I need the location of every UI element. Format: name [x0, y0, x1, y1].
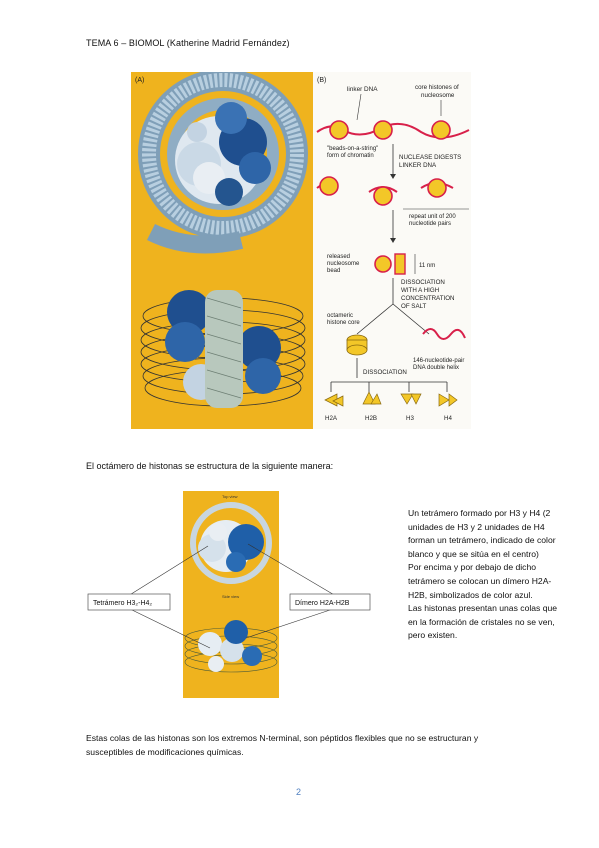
svg-text:DISSOCIATION: DISSOCIATION [363, 369, 407, 376]
svg-text:146-nucleotide-pair: 146-nucleotide-pair [413, 358, 464, 364]
svg-text:CONCENTRATION: CONCENTRATION [401, 295, 455, 302]
histone-octamer-figure: Top view Side view Tetrámero H3₂-H4₂ Dím… [87, 491, 371, 698]
svg-text:LINKER DNA: LINKER DNA [399, 162, 437, 169]
svg-text:Top view: Top view [222, 494, 238, 499]
svg-text:H3: H3 [406, 415, 414, 422]
svg-text:nucleotide pairs: nucleotide pairs [409, 221, 451, 227]
svg-text:DNA double helix: DNA double helix [413, 365, 459, 371]
panel-a-label: (A) [135, 77, 144, 84]
released-bead [374, 255, 392, 273]
figure2-caption: El octámero de histonas se estructura de… [86, 461, 334, 471]
svg-text:form of chromatin: form of chromatin [327, 153, 374, 159]
octamer-top-view [190, 502, 272, 584]
side-paragraph-3: Las histonas presentan unas colas que en… [408, 603, 558, 641]
svg-text:DISSOCIATION: DISSOCIATION [401, 279, 445, 286]
svg-text:H4: H4 [444, 415, 452, 422]
tetramer-label-box [87, 593, 171, 611]
bottom-paragraph: Estas colas de las histonas son los extr… [86, 733, 479, 757]
svg-text:"beads-on-a-string": "beads-on-a-string" [327, 146, 378, 152]
octamer-side-view [184, 620, 278, 673]
svg-text:11 nm: 11 nm [419, 263, 435, 269]
panel-b-label: (B) [317, 77, 326, 84]
svg-text:linker DNA: linker DNA [347, 86, 378, 93]
svg-text:H2A: H2A [325, 415, 338, 422]
page-number: 2 [296, 787, 302, 797]
digested-beads [316, 176, 454, 206]
side-paragraph-1: Un tetrámero formado por H3 y H4 (2 unid… [408, 508, 556, 559]
svg-text:OF SALT: OF SALT [401, 303, 427, 310]
svg-text:bead: bead [327, 268, 340, 274]
dimer-label-box [289, 593, 371, 611]
svg-text:H2B: H2B [365, 415, 377, 422]
beads-on-string [316, 120, 470, 140]
svg-text:core histones of: core histones of [415, 84, 459, 91]
side-paragraph-2: Por encima y por debajo de dicho tetráme… [408, 562, 552, 600]
svg-text:octameric: octameric [327, 313, 353, 319]
svg-text:WITH A HIGH: WITH A HIGH [401, 287, 439, 294]
nucleosome-side-view [140, 290, 306, 408]
tetramer-label: Tetrámero H3₂-H4₂ [93, 600, 152, 607]
dna-helix [422, 328, 466, 340]
svg-text:histone core: histone core [327, 320, 360, 326]
nucleosome-figure: (A) [131, 72, 471, 429]
page-header: TEMA 6 – BIOMOL (Katherine Madrid Fernán… [86, 38, 290, 48]
svg-text:Side view: Side view [222, 594, 239, 599]
side-explanation: Un tetrámero formado por H3 y H4 (2 unid… [408, 507, 568, 643]
dimer-label: Dímero H2A-H2B [295, 600, 350, 607]
svg-text:nucleosome: nucleosome [327, 261, 360, 267]
octameric-core [346, 334, 368, 356]
svg-text:NUCLEASE DIGESTS: NUCLEASE DIGESTS [399, 154, 461, 161]
svg-text:released: released [327, 254, 350, 260]
nucleosome-top-view [138, 72, 308, 254]
svg-text:repeat unit of 200: repeat unit of 200 [409, 214, 456, 220]
histone-subunits [324, 391, 458, 407]
svg-text:nucleosome: nucleosome [421, 92, 455, 99]
